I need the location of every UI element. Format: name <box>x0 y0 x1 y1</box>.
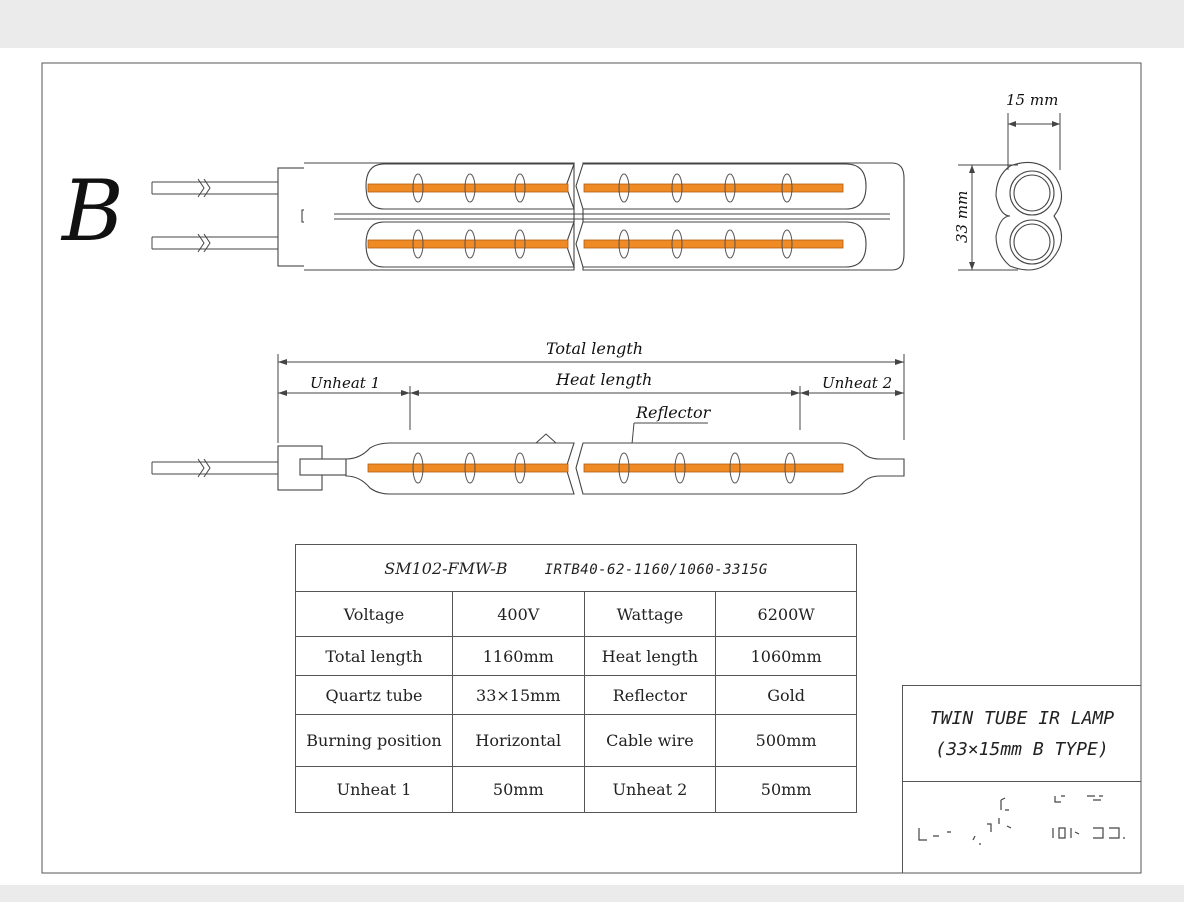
spec-value: 1160mm <box>451 636 585 676</box>
redacted-signature <box>903 782 1141 874</box>
spec-value: Horizontal <box>451 714 585 767</box>
drawing-frame <box>41 62 1142 874</box>
model-part-number: IRTB40-62-1160/1060-3315G <box>544 561 768 578</box>
table-row: Total length 1160mm Heat length 1060mm <box>295 636 857 676</box>
side-view: Total length Heat length Unheat 1 Unheat… <box>151 339 905 495</box>
twin-tube-view <box>151 162 905 271</box>
spec-key: Unheat 1 <box>295 766 453 813</box>
cable-lower <box>151 233 278 253</box>
type-letter: B <box>60 162 124 260</box>
filament <box>367 239 569 249</box>
spec-key: Quartz tube <box>295 675 453 715</box>
spec-value: 33×15mm <box>451 675 585 715</box>
spec-key: Cable wire <box>583 714 717 767</box>
filament <box>583 183 844 193</box>
dimension-height-label: 33 mm <box>953 191 971 243</box>
cable-single <box>151 458 278 478</box>
model-code: SM102-FMW-B <box>384 558 508 578</box>
filament <box>367 183 569 193</box>
table-row: Unheat 1 50mm Unheat 2 50mm <box>295 766 857 813</box>
spec-value: Gold <box>715 675 857 715</box>
drawing-sheet: B <box>0 48 1184 885</box>
redacted-signature-marks <box>918 795 1125 845</box>
spec-key: Total length <box>295 636 453 676</box>
spec-value: 6200W <box>715 591 857 637</box>
reflector-label: Reflector <box>635 403 712 422</box>
spec-value: 50mm <box>715 766 857 813</box>
filament <box>367 463 569 473</box>
technical-drawing: B <box>41 62 1142 874</box>
unheat-2-label: Unheat 2 <box>822 374 892 392</box>
spec-value: 400V <box>451 591 585 637</box>
table-row: Quartz tube 33×15mm Reflector Gold <box>295 675 857 715</box>
table-row: Burning position Horizontal Cable wire 5… <box>295 714 857 767</box>
spec-value: 1060mm <box>715 636 857 676</box>
product-title: TWIN TUBE IR LAMP (33×15mm B TYPE) <box>903 686 1141 782</box>
product-title-line-2: (33×15mm B TYPE) <box>935 738 1109 760</box>
spec-key: Voltage <box>295 591 453 637</box>
total-length-label: Total length <box>546 339 643 358</box>
spec-key: Burning position <box>295 714 453 767</box>
table-row: Voltage 400V Wattage 6200W <box>295 591 857 637</box>
filament-supports <box>412 173 793 259</box>
unheat-1-label: Unheat 1 <box>310 374 380 392</box>
cross-section-view: 15 mm 33 mm <box>953 91 1063 271</box>
dimension-width-label: 15 mm <box>1006 91 1058 109</box>
product-title-line-1: TWIN TUBE IR LAMP <box>929 707 1115 729</box>
spec-key: Unheat 2 <box>583 766 717 813</box>
title-block: TWIN TUBE IR LAMP (33×15mm B TYPE) <box>902 685 1141 873</box>
filament-supports <box>412 452 796 484</box>
spec-key: Reflector <box>583 675 717 715</box>
spec-key: Wattage <box>583 591 717 637</box>
spec-table-header: SM102-FMW-B IRTB40-62-1160/1060-3315G <box>295 544 857 592</box>
spec-value: 500mm <box>715 714 857 767</box>
filament <box>583 463 844 473</box>
spec-table: SM102-FMW-B IRTB40-62-1160/1060-3315G Vo… <box>295 544 857 813</box>
cable-upper <box>151 178 278 198</box>
filament <box>583 239 844 249</box>
spec-value: 50mm <box>451 766 585 813</box>
heat-length-label: Heat length <box>555 370 652 389</box>
spec-key: Heat length <box>583 636 717 676</box>
